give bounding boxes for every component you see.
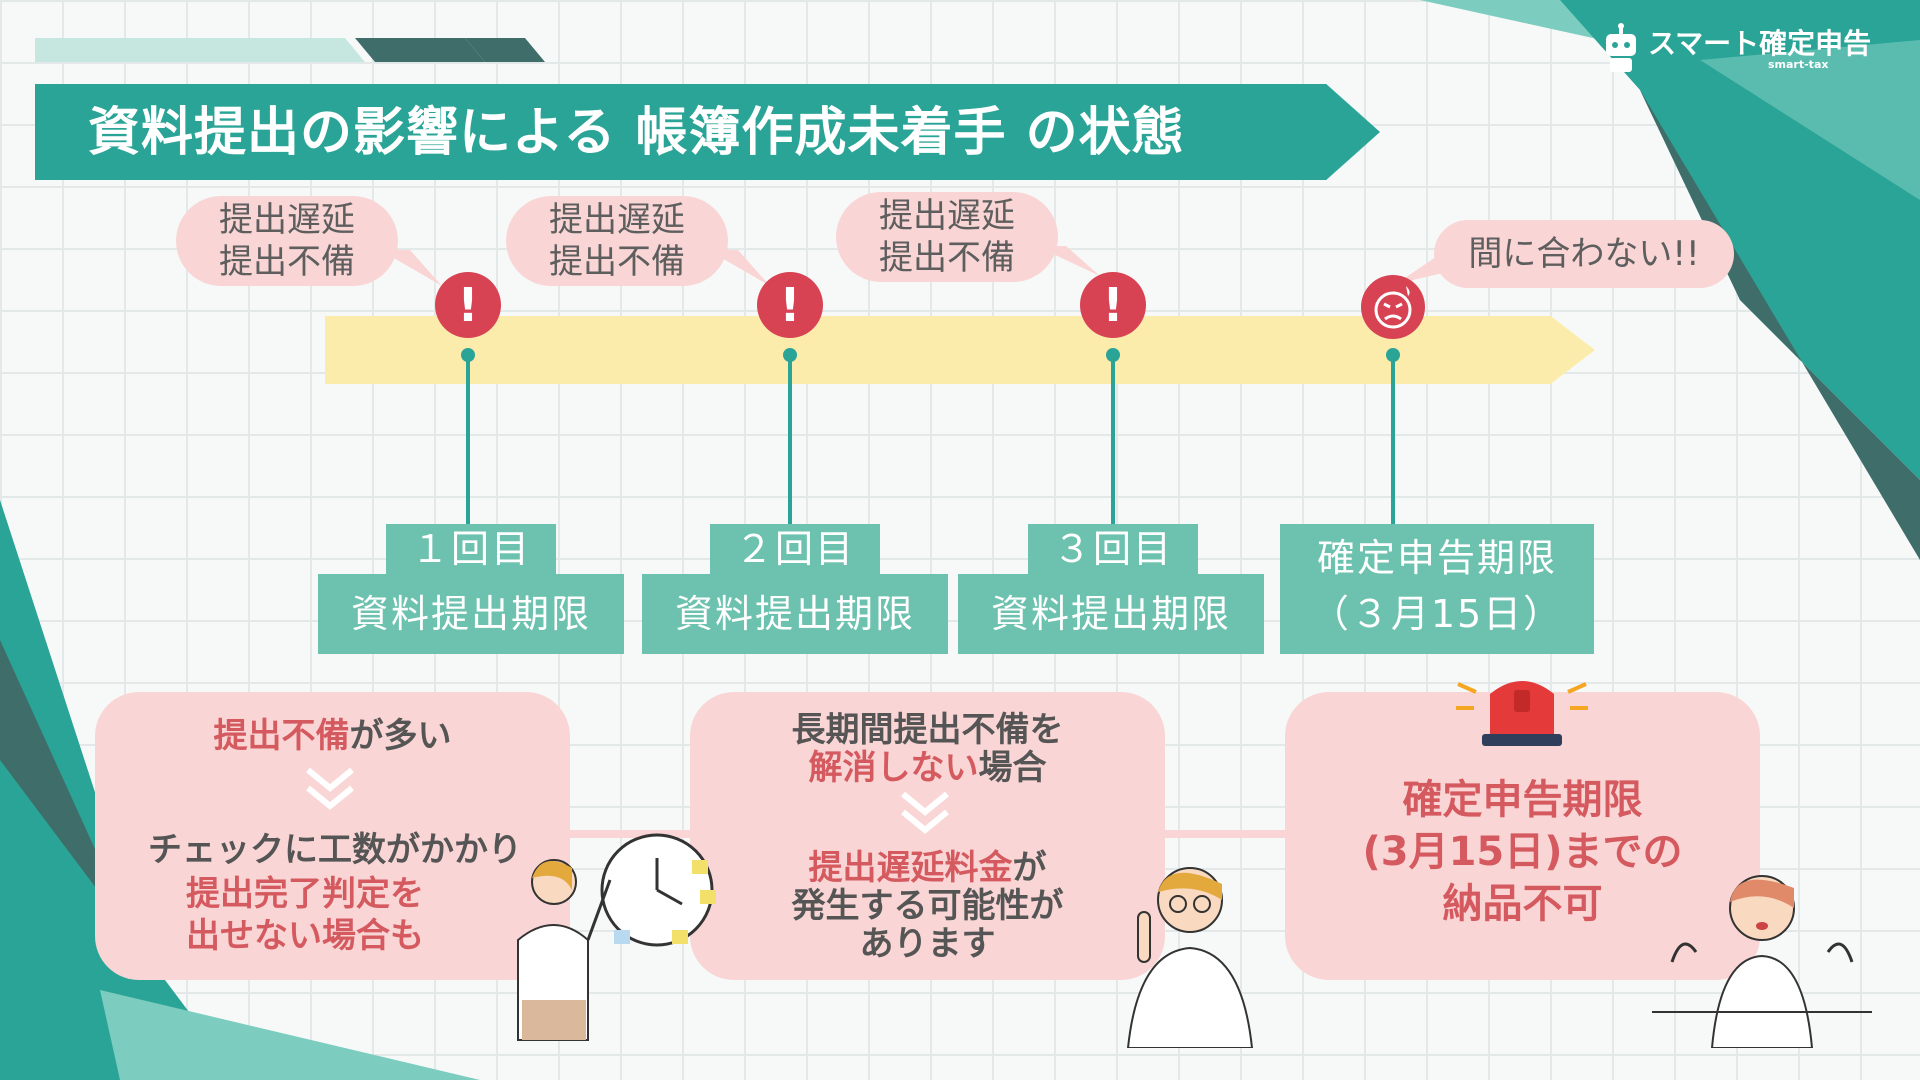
bubble-text: 提出遅延 xyxy=(219,200,355,240)
logo-name: スマート確定申告 xyxy=(1648,27,1872,60)
tab-bottom-3: 資料提出期限 xyxy=(958,574,1264,654)
bubble-tail xyxy=(1036,246,1100,276)
double-chevron-down-icon xyxy=(306,767,354,810)
woman-clock-illustration xyxy=(517,833,716,1041)
box3-line3: 納品不可 xyxy=(1442,881,1603,927)
tab-top-3: ３回目 xyxy=(1028,524,1198,574)
bubble-tail xyxy=(708,250,770,286)
tab-top-2: ２回目 xyxy=(710,524,880,574)
speech-bubble-2: 提出遅延 提出不備 xyxy=(506,196,728,286)
title-banner xyxy=(35,84,1380,180)
box3-line2: (3月15日)までの xyxy=(1362,829,1683,875)
speech-bubble-4: 間に合わない!! xyxy=(1434,220,1734,288)
logo-sub: smart-tax xyxy=(1768,58,1829,71)
exclamation-icon: ! xyxy=(1080,272,1146,338)
speech-bubble-3: 提出遅延 提出不備 xyxy=(836,192,1058,282)
box2-line3: 提出遅延料金が xyxy=(808,848,1047,888)
bubble-tail xyxy=(380,250,442,286)
box2-line2: 解消しない場合 xyxy=(808,748,1047,788)
bubble-text: 提出不備 xyxy=(549,242,685,282)
double-chevron-down-icon xyxy=(901,791,949,834)
box2-line4: 発生する可能性が xyxy=(791,886,1064,926)
man-thinking-illustration xyxy=(1126,867,1254,1048)
robot-logo-icon xyxy=(1606,23,1636,72)
bubble-text: 提出不備 xyxy=(879,238,1015,278)
box3-line1: 確定申告期限 xyxy=(1402,777,1643,823)
box1-line1: 提出不備が多い xyxy=(213,716,452,756)
connector-line xyxy=(1391,355,1395,527)
bubble-text: 提出不備 xyxy=(219,242,355,282)
exclamation-icon: ! xyxy=(435,272,501,338)
box2-line1: 長期間提出不備を xyxy=(791,710,1064,750)
tab-bottom-2: 資料提出期限 xyxy=(642,574,948,654)
tab-deadline: 確定申告期限 （３月15日） xyxy=(1280,524,1594,654)
sad-face-icon xyxy=(1361,275,1425,339)
bubble-text: 提出遅延 xyxy=(879,196,1015,236)
connector-line xyxy=(1111,355,1115,527)
bubble-tail xyxy=(1396,250,1456,284)
box1-line2: チェックに工数がかかり xyxy=(148,830,522,870)
speech-bubble-1: 提出遅延 提出不備 xyxy=(176,196,398,286)
exclamation-icon: ! xyxy=(757,272,823,338)
info-box-2: 長期間提出不備を 解消しない場合 提出遅延料金が 発生する可能性が あります xyxy=(690,692,1165,980)
bubble-text: 間に合わない!! xyxy=(1468,234,1700,274)
box2-line5: あります xyxy=(859,924,996,964)
connector-line xyxy=(466,355,470,527)
siren-icon xyxy=(1456,681,1588,746)
box1-line3: 提出完了判定を xyxy=(186,874,424,914)
info-box-1: 提出不備が多い チェックに工数がかかり 提出完了判定を 出せない場合も xyxy=(95,692,570,980)
tab-bottom-1: 資料提出期限 xyxy=(318,574,624,654)
deadline-title: 確定申告期限 xyxy=(1316,536,1557,580)
tab-top-1: １回目 xyxy=(386,524,556,574)
page-title: 資料提出の影響による 帳簿作成未着手 の状態 xyxy=(88,103,1185,163)
man-confused-illustration xyxy=(1652,875,1872,1048)
connector-line xyxy=(788,355,792,527)
deadline-date: （３月15日） xyxy=(1310,592,1564,636)
bubble-text: 提出遅延 xyxy=(549,200,685,240)
box1-line4: 出せない場合も xyxy=(186,916,424,956)
